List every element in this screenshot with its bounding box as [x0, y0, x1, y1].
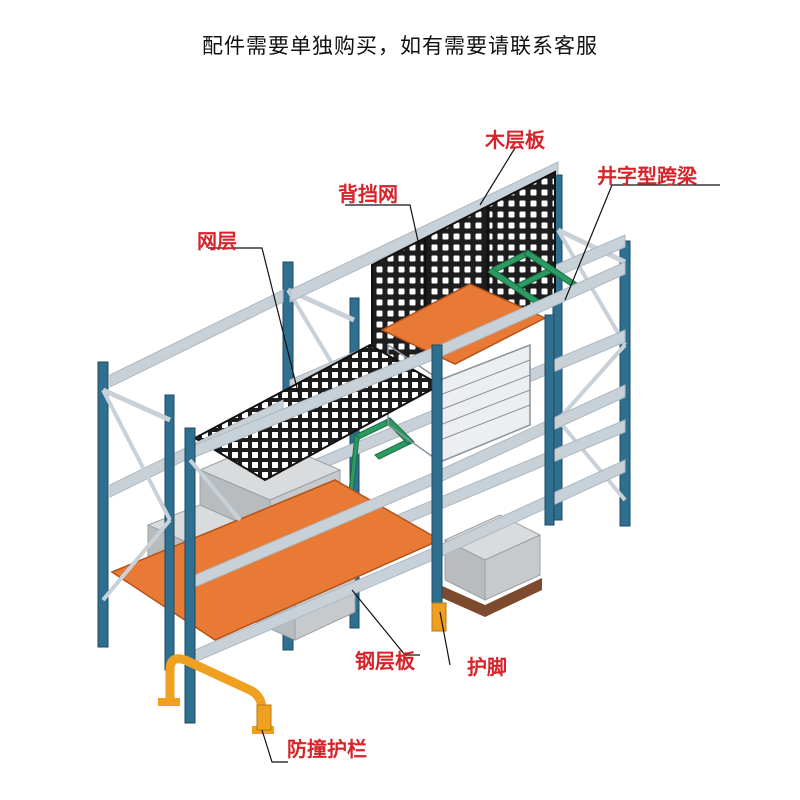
label-wood-deck: 木层板: [485, 124, 545, 153]
right-front-frame: [545, 315, 554, 525]
label-steel-deck: 钢层板: [355, 645, 415, 674]
label-back-mesh: 背挡网: [338, 178, 398, 207]
label-cross-beam: 井字型跨梁: [597, 160, 697, 189]
left-front-frame: [98, 362, 174, 670]
label-wire-deck: 网层: [197, 225, 237, 254]
label-guard-rail: 防撞护栏: [287, 733, 367, 762]
guard-rail: [170, 659, 262, 730]
label-foot-guard: 护脚: [467, 651, 507, 680]
